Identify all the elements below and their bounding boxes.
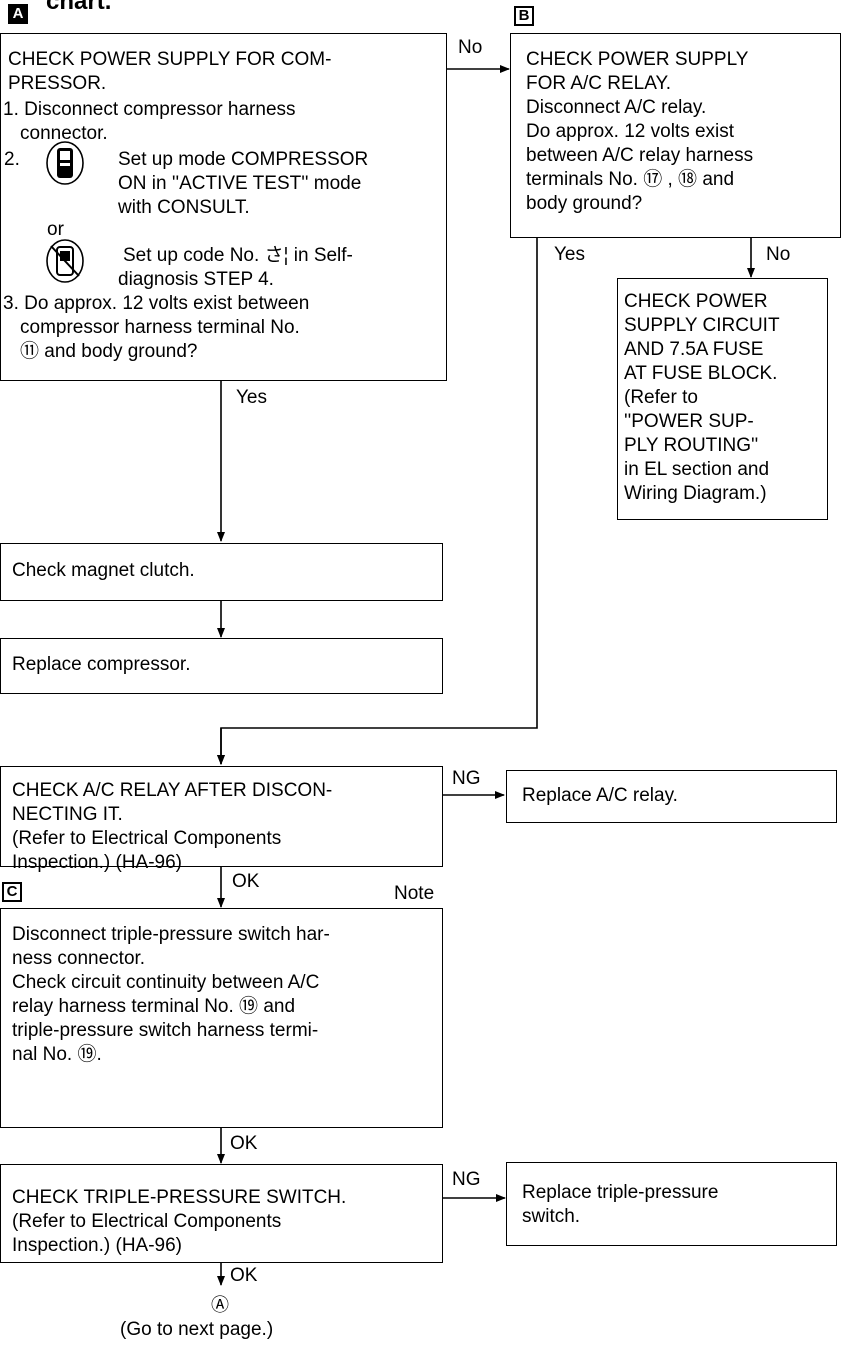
power-circuit-line-5: (Refer to xyxy=(624,387,698,408)
power-circuit-line-2: SUPPLY CIRCUIT xyxy=(624,315,780,336)
triple-check-line-2: (Refer to Electrical Components xyxy=(12,1211,282,1232)
box-check-triple-pressure-switch xyxy=(0,1164,443,1263)
triple-check-line-3: Inspection.) (HA-96) xyxy=(12,1235,183,1256)
box-b-line-7: body ground? xyxy=(526,193,643,214)
box-replace-ac-relay xyxy=(506,770,837,823)
box-b-line-6: terminals No. ⑰ , ⑱ and xyxy=(526,169,735,190)
label-ok-triple: OK xyxy=(230,1265,258,1286)
box-a-title-line-1: CHECK POWER SUPPLY FOR COM- xyxy=(8,49,332,70)
replace-triple-line-1: Replace triple-pressure xyxy=(522,1182,719,1203)
replace-compressor-text: Replace compressor. xyxy=(12,654,191,675)
box-b-line-4: Do approx. 12 volts exist xyxy=(526,121,735,142)
no-consult-icon xyxy=(45,238,85,284)
marker-a: A xyxy=(8,4,28,24)
box-check-relay-power xyxy=(510,33,841,238)
label-ok-relay: OK xyxy=(232,871,260,892)
label-ok-continuity: OK xyxy=(230,1133,258,1154)
box-a-step2-consult-line-2: ON in ''ACTIVE TEST'' mode xyxy=(118,173,362,194)
marker-b: B xyxy=(514,6,534,26)
continuity-line-6: nal No. ⑲. xyxy=(12,1044,102,1065)
box-a-step2-consult-line-1: Set up mode COMPRESSOR xyxy=(118,149,369,170)
box-check-magnet-clutch xyxy=(0,543,443,601)
continuity-line-1: Disconnect triple-pressure switch har- xyxy=(12,924,330,945)
title-fragment: chart. xyxy=(46,0,112,15)
box-check-compressor-power xyxy=(0,33,447,381)
continuity-line-3: Check circuit continuity between A/C xyxy=(12,972,320,993)
power-circuit-line-6: ''POWER SUP- xyxy=(624,411,754,432)
connector-a: Ⓐ xyxy=(211,1295,229,1315)
power-circuit-line-1: CHECK POWER xyxy=(624,291,768,312)
box-a-step3-line-1: 3. Do approx. 12 volts exist between xyxy=(3,293,310,314)
box-a-step2-consult-line-3: with CONSULT. xyxy=(118,197,250,218)
power-circuit-line-9: Wiring Diagram.) xyxy=(624,483,767,504)
power-circuit-line-3: AND 7.5A FUSE xyxy=(624,339,764,360)
continuity-line-5: triple-pressure switch harness termi- xyxy=(12,1020,319,1041)
box-b-line-3: Disconnect A/C relay. xyxy=(526,97,707,118)
label-note: Note xyxy=(394,883,435,904)
relay-check-line-4: Inspection.) (HA-96) xyxy=(12,852,183,873)
box-a-or: or xyxy=(47,219,64,240)
box-b-line-5: between A/C relay harness xyxy=(526,145,754,166)
power-circuit-line-8: in EL section and xyxy=(624,459,770,480)
box-a-step2-code-line-2: diagnosis STEP 4. xyxy=(118,269,274,290)
continuity-line-2: ness connector. xyxy=(12,948,146,969)
relay-check-line-2: NECTING IT. xyxy=(12,804,123,825)
box-check-ac-relay xyxy=(0,766,443,867)
box-a-step2-num: 2. xyxy=(4,149,20,170)
box-replace-triple-pressure-switch xyxy=(506,1162,837,1246)
box-b-line-1: CHECK POWER SUPPLY xyxy=(526,49,749,70)
box-a-title-line-2: PRESSOR. xyxy=(8,73,107,94)
triple-check-line-1: CHECK TRIPLE-PRESSURE SWITCH. xyxy=(12,1187,347,1208)
label-ng-relay: NG xyxy=(452,768,481,789)
box-a-step3-line-3: ⑪ and body ground? xyxy=(20,341,198,362)
box-a-step3-line-2: compressor harness terminal No. xyxy=(20,317,300,338)
power-circuit-line-7: PLY ROUTING'' xyxy=(624,435,759,456)
label-ng-triple: NG xyxy=(452,1169,481,1190)
box-replace-compressor xyxy=(0,638,443,694)
continuity-line-4: relay harness terminal No. ⑲ and xyxy=(12,996,296,1017)
label-no-b: No xyxy=(766,244,791,265)
label-yes-a: Yes xyxy=(236,387,267,408)
box-a-step1-line-1: 1. Disconnect compressor harness xyxy=(3,99,296,120)
replace-triple-line-2: switch. xyxy=(522,1206,581,1227)
magnet-clutch-text: Check magnet clutch. xyxy=(12,560,195,581)
marker-c: C xyxy=(2,882,22,902)
box-a-step1-line-2: connector. xyxy=(20,123,108,144)
power-circuit-line-4: AT FUSE BLOCK. xyxy=(624,363,778,384)
consult-tester-icon xyxy=(45,140,85,186)
box-b-line-2: FOR A/C RELAY. xyxy=(526,73,672,94)
go-next-page: (Go to next page.) xyxy=(120,1319,274,1340)
relay-check-line-1: CHECK A/C RELAY AFTER DISCON- xyxy=(12,780,333,801)
box-check-circuit-continuity xyxy=(0,908,443,1128)
box-check-power-supply-circuit xyxy=(617,278,828,520)
relay-check-line-3: (Refer to Electrical Components xyxy=(12,828,282,849)
box-a-step2-code-line-1: Set up code No. さ¦ in Self- xyxy=(123,245,353,266)
label-no-a-to-b: No xyxy=(458,37,483,58)
replace-relay-text: Replace A/C relay. xyxy=(522,785,678,806)
label-yes-b: Yes xyxy=(554,244,585,265)
